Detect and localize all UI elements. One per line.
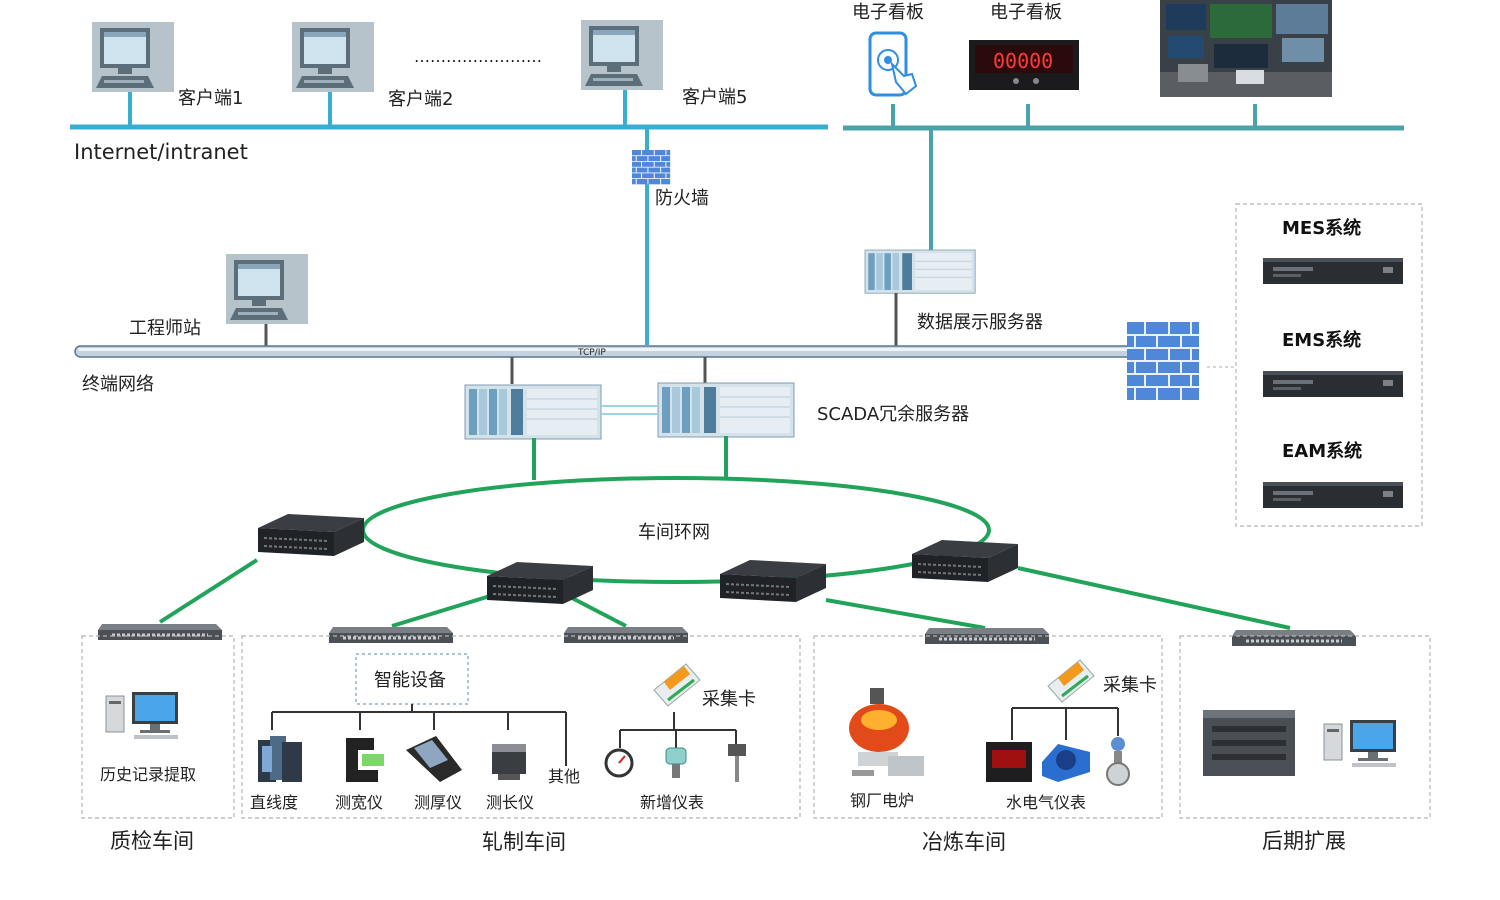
tcpip-bus	[74, 345, 1138, 358]
client-5-label: 客户端5	[682, 87, 747, 108]
eam-server-icon[interactable]	[1263, 482, 1403, 508]
gas-meter-icon[interactable]	[1106, 737, 1130, 786]
display-bus	[843, 104, 1404, 252]
smelting-workshop-box	[813, 635, 1163, 819]
furnace-label: 钢厂电炉	[850, 791, 914, 810]
client-2-label: 客户端2	[388, 89, 453, 110]
client-2-icon[interactable]	[292, 22, 374, 92]
systems-box	[1235, 203, 1423, 527]
ring-switch-3[interactable]	[719, 559, 827, 603]
board-1-label: 电子看板	[852, 2, 924, 23]
smelting-workshop-title: 冶炼车间	[922, 830, 1006, 854]
plc-unit-icon[interactable]	[1203, 710, 1295, 776]
ring-switch-2[interactable]	[486, 561, 594, 605]
collect-card-rolling-label: 采集卡	[702, 689, 756, 710]
access-switch-rolling-1[interactable]	[327, 625, 455, 645]
width-gauge-icon[interactable]	[346, 738, 384, 782]
access-switch-expansion[interactable]	[1230, 628, 1358, 648]
electric-furnace-icon[interactable]	[849, 688, 924, 776]
new-meters-label: 新增仪表	[640, 793, 704, 812]
firewall-label: 防火墙	[655, 188, 709, 209]
led-readout: 00000	[993, 49, 1053, 73]
firewall-large-icon	[1126, 321, 1200, 401]
history-label: 历史记录提取	[100, 765, 196, 784]
thickness-gauge-icon[interactable]	[406, 736, 462, 782]
access-switch-qc[interactable]	[96, 622, 224, 642]
access-switch-rolling-2[interactable]	[562, 625, 690, 645]
width-gauge-label: 测宽仪	[335, 793, 383, 812]
other-label: 其他	[548, 767, 580, 786]
data-display-server-icon[interactable]	[864, 249, 976, 294]
led-display-icon[interactable]: 00000	[969, 40, 1079, 90]
ems-server-icon[interactable]	[1263, 371, 1403, 397]
engineer-station-label: 工程师站	[129, 318, 201, 339]
qc-workshop-box	[81, 635, 235, 819]
internet-intranet-label: Internet/intranet	[74, 140, 248, 164]
collect-card-smelting-label: 采集卡	[1103, 675, 1157, 696]
client-1-icon[interactable]	[92, 22, 174, 92]
data-display-server-label: 数据展示服务器	[917, 312, 1043, 333]
eam-label: EAM系统	[1282, 440, 1362, 462]
pressure-gauge-icon[interactable]	[604, 748, 634, 778]
rolling-workshop-box	[241, 635, 801, 819]
smart-device-tree	[271, 704, 567, 766]
water-meter-icon[interactable]	[1042, 744, 1090, 782]
tcpip-label: TCP/IP	[577, 348, 606, 358]
thermometer-icon[interactable]	[728, 744, 746, 782]
client-5-icon[interactable]	[581, 20, 663, 90]
expansion-box	[1179, 635, 1431, 819]
ems-label: EMS系统	[1282, 329, 1361, 351]
length-gauge-icon[interactable]	[492, 744, 526, 780]
ellipsis-dots: ……………………	[414, 47, 542, 66]
rolling-workshop-title: 轧制车间	[482, 830, 566, 854]
thickness-gauge-label: 测厚仪	[414, 793, 462, 812]
utility-meter-tree	[1011, 707, 1119, 740]
straightness-gauge-icon[interactable]	[258, 736, 302, 782]
scada-server-a-icon[interactable]	[464, 384, 602, 440]
ring-switch-4[interactable]	[911, 539, 1019, 583]
phone-icon[interactable]	[868, 31, 918, 97]
collect-card-smelting-icon[interactable]	[1047, 659, 1095, 703]
expansion-title: 后期扩展	[1262, 829, 1346, 853]
firewall-small-icon	[631, 149, 671, 185]
client-1-label: 客户端1	[178, 88, 243, 109]
utility-meter-label: 水电气仪表	[1006, 793, 1086, 812]
history-pc-icon[interactable]	[105, 691, 179, 740]
smart-device-label: 智能设备	[374, 670, 446, 691]
expansion-pc-icon[interactable]	[1323, 719, 1397, 768]
board-2-label: 电子看板	[990, 2, 1062, 23]
ring-switch-1[interactable]	[257, 513, 365, 557]
length-gauge-label: 测长仪	[486, 793, 534, 812]
terminal-network-label: 终端网络	[82, 374, 154, 395]
control-room-photo	[1160, 0, 1332, 97]
scada-server-b-icon[interactable]	[657, 382, 795, 438]
transmitter-icon[interactable]	[665, 747, 687, 778]
collect-card-rolling-icon[interactable]	[653, 663, 701, 707]
ring-network-label: 车间环网	[638, 522, 710, 543]
engineer-station-icon[interactable]	[226, 254, 308, 324]
scada-label: SCADA冗余服务器	[817, 404, 969, 425]
internet-bus	[70, 82, 828, 345]
qc-workshop-title: 质检车间	[110, 829, 194, 853]
mes-server-icon[interactable]	[1263, 258, 1403, 284]
new-meter-tree	[619, 712, 737, 748]
mes-label: MES系统	[1282, 217, 1361, 239]
straightness-label: 直线度	[250, 793, 298, 812]
power-meter-icon[interactable]	[986, 742, 1032, 782]
